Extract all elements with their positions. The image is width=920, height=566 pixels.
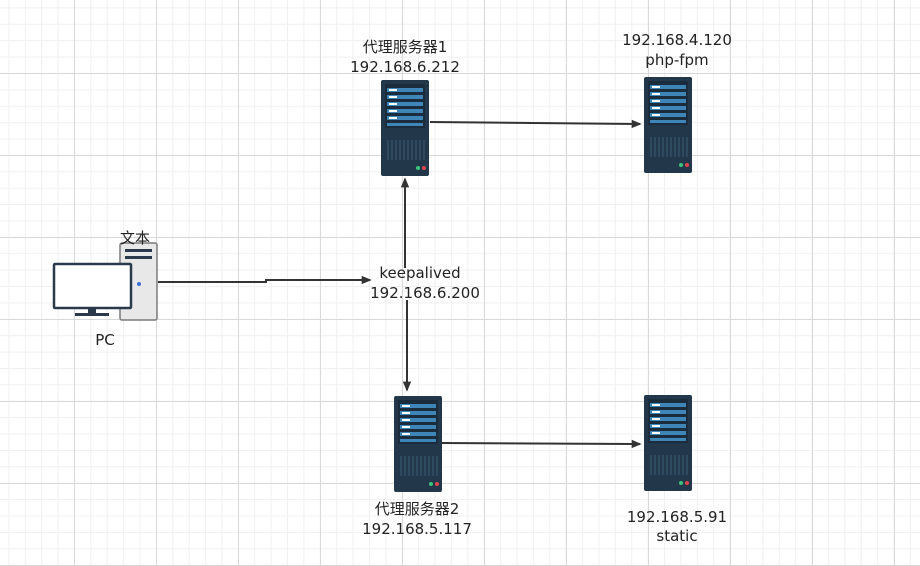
proxy1-ip-label: 192.168.6.212 (350, 58, 460, 76)
php-fpm-name-label: php-fpm (645, 51, 709, 69)
proxy2-name-label: 代理服务器2 (374, 500, 460, 518)
pc-icon[interactable] (52, 242, 158, 321)
static-server-icon[interactable] (644, 395, 692, 491)
proxy2-ip-label: 192.168.5.117 (362, 520, 472, 538)
edge-proxy2-to-static (439, 439, 642, 449)
static-ip-label: 192.168.5.91 (626, 508, 728, 526)
edge-pc-to-keepalived (158, 275, 372, 285)
proxy1-server-icon[interactable] (381, 80, 429, 176)
php-fpm-server-icon[interactable] (644, 77, 692, 173)
proxy2-server-icon[interactable] (394, 396, 442, 492)
pc-caption-label: PC (95, 331, 115, 349)
keepalived-name-label: keepalived (379, 264, 461, 282)
proxy1-name-label: 代理服务器1 (362, 38, 448, 56)
php-fpm-ip-label: 192.168.4.120 (622, 31, 732, 49)
pc-overlay-text: 文本 (119, 229, 150, 247)
edge-proxy1-to-php-fpm (429, 119, 642, 129)
static-name-label: static (656, 527, 698, 545)
keepalived-ip-label: 192.168.6.200 (370, 284, 480, 302)
